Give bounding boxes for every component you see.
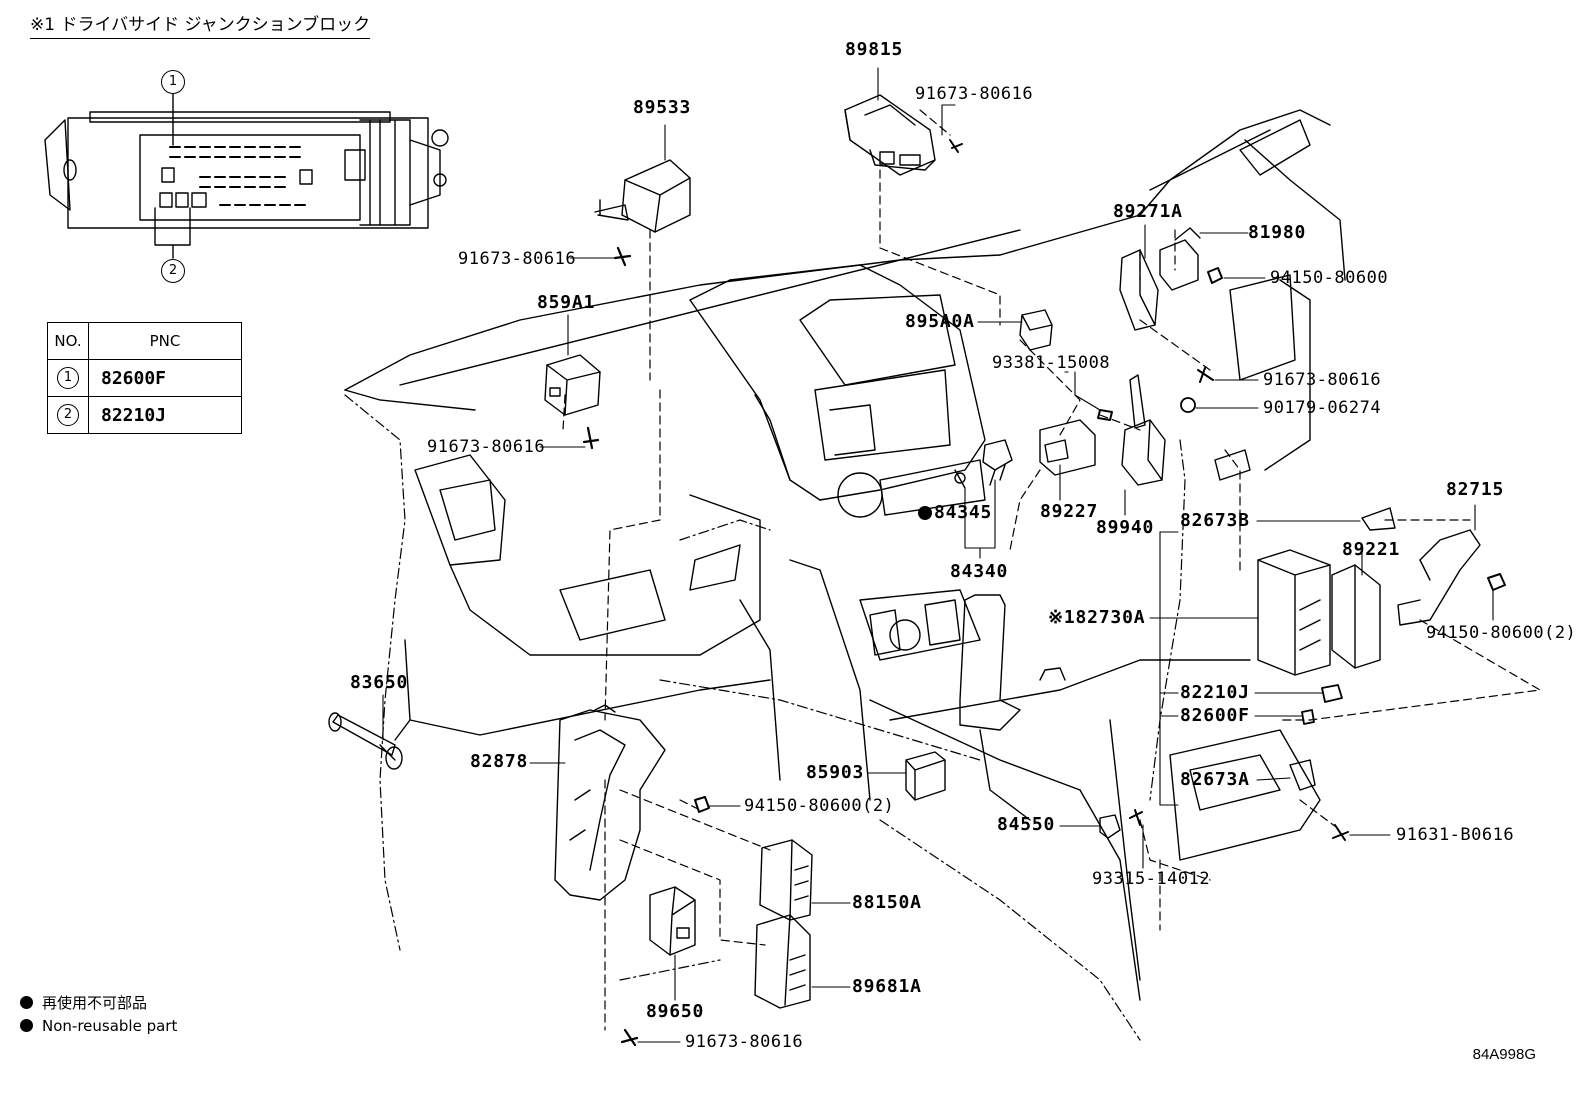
label-91673-80616-d[interactable]: 91673-80616 — [685, 1032, 804, 1052]
solid-leaders — [382, 67, 1494, 1043]
diagram-code: 84A998G — [1472, 1046, 1536, 1063]
part-84340-drawing — [954, 439, 1013, 489]
part-89221-drawing — [1331, 564, 1381, 669]
legend-dot-icon — [20, 1019, 33, 1032]
junction-block-inset — [44, 87, 449, 259]
inset-callout-2: 2 — [161, 259, 185, 283]
part-82730A-drawing — [1257, 549, 1331, 676]
label-82715[interactable]: 82715 — [1446, 479, 1505, 500]
dashboard-outline — [344, 109, 1346, 1001]
label-89940[interactable]: 89940 — [1096, 517, 1155, 538]
label-89227[interactable]: 89227 — [1040, 501, 1099, 522]
screw-859A1-drawing — [582, 426, 600, 450]
legend-jp-text: 再使用不可部品 — [42, 994, 148, 1012]
pnc-table-row: 2 82210J — [47, 396, 242, 434]
screw-89533-drawing — [613, 246, 632, 267]
part-83650-drawing — [328, 712, 403, 770]
part-89271A-drawing — [1119, 249, 1159, 331]
part-81980-drawing — [1159, 227, 1201, 291]
screw-91673-d-drawing — [620, 1028, 639, 1047]
label-81980[interactable]: 81980 — [1248, 222, 1307, 243]
label-91631-B0616[interactable]: 91631-B0616 — [1396, 825, 1515, 845]
label-84550[interactable]: 84550 — [997, 814, 1056, 835]
label-82878[interactable]: 82878 — [470, 751, 529, 772]
nut-94150-a-drawing — [1207, 267, 1223, 284]
part-85903-drawing — [905, 751, 946, 801]
label-84340[interactable]: 84340 — [950, 561, 1009, 582]
pnc-table-header: NO. PNC — [47, 322, 242, 360]
label-94150-80600-2-b[interactable]: 94150-80600(2) — [1426, 623, 1577, 643]
part-88150A-drawing — [759, 839, 813, 921]
pnc-row-value: 82600F — [88, 359, 242, 397]
part-89681A-drawing — [754, 914, 811, 1009]
pnc-table-row: 1 82600F — [47, 359, 242, 397]
bracket-82715-drawing — [1397, 529, 1481, 626]
pnc-table: NO. PNC 1 82600F 2 82210J — [47, 322, 242, 434]
label-90179-06274[interactable]: 90179-06274 — [1263, 398, 1382, 418]
pnc-header-no: NO. — [47, 322, 89, 360]
part-89940-drawing — [1121, 374, 1166, 486]
label-85903[interactable]: 85903 — [806, 762, 865, 783]
pnc-header-pnc: PNC — [88, 322, 242, 360]
label-83650[interactable]: 83650 — [350, 672, 409, 693]
label-82210J[interactable]: 82210J — [1180, 682, 1250, 703]
dashed-leaders — [562, 109, 1541, 1031]
part-89815-drawing — [844, 94, 936, 176]
label-94150-80600-2-c[interactable]: 94150-80600(2) — [744, 796, 895, 816]
label-93315-14012[interactable]: 93315-14012 — [1092, 869, 1211, 889]
nut-94150-c-drawing — [694, 796, 710, 813]
bracket-82878-drawing — [554, 704, 666, 901]
label-91673-80616-b[interactable]: 91673-80616 — [427, 437, 546, 457]
label-89681A[interactable]: 89681A — [852, 976, 922, 997]
dash-dot-contours — [344, 394, 1186, 1041]
part-859A1-drawing — [544, 354, 601, 416]
legend-dot-icon — [20, 996, 33, 1009]
relay-82210J-drawing — [1321, 684, 1343, 703]
part-89533-drawing — [594, 159, 691, 233]
nut-94150-b-drawing — [1487, 573, 1506, 591]
label-82600F[interactable]: 82600F — [1180, 705, 1250, 726]
screw-91673-c-drawing — [1197, 367, 1214, 383]
label-82730A[interactable]: ※182730A — [1048, 607, 1146, 628]
part-89227-drawing — [1039, 419, 1096, 476]
pnc-row-no: 1 — [57, 367, 79, 389]
label-89533[interactable]: 89533 — [633, 97, 692, 118]
part-895A0A-drawing — [1019, 309, 1053, 351]
label-89221[interactable]: 89221 — [1342, 539, 1401, 560]
label-89650[interactable]: 89650 — [646, 1001, 705, 1022]
legend-jp: 再使用不可部品 — [20, 992, 147, 1013]
legend-en: Non-reusable part — [20, 1017, 177, 1035]
inset-callout-1: 1 — [161, 70, 185, 94]
screw-91631-drawing — [1332, 824, 1349, 841]
nut-90179-drawing — [1180, 397, 1196, 413]
part-84550-drawing — [1099, 814, 1121, 839]
label-82673A[interactable]: 82673A — [1180, 769, 1250, 790]
part-89650-drawing — [649, 886, 696, 956]
legend-en-text: Non-reusable part — [42, 1017, 178, 1035]
label-89271A[interactable]: 89271A — [1113, 201, 1183, 222]
label-89815[interactable]: 89815 — [845, 39, 904, 60]
label-91673-80616-c[interactable]: 91673-80616 — [1263, 370, 1382, 390]
bracket-82673B-drawing — [1361, 507, 1396, 531]
label-94150-80600-a[interactable]: 94150-80600 — [1270, 268, 1389, 288]
label-82673B[interactable]: 82673B — [1180, 510, 1250, 531]
label-88150A[interactable]: 88150A — [852, 892, 922, 913]
junction-block-title: ※1 ドライバサイド ジャンクションブロック — [30, 10, 371, 39]
fuse-82600F-drawing — [1301, 709, 1315, 725]
pnc-row-no: 2 — [57, 404, 79, 426]
label-84345[interactable]: 84345 — [934, 502, 993, 523]
label-895A0A[interactable]: 895A0A — [905, 311, 975, 332]
bracket-82673A-drawing — [1289, 759, 1316, 791]
non-reusable-marker-84345 — [918, 506, 932, 520]
label-91673-80616-a[interactable]: 91673-80616 — [458, 249, 577, 269]
screw-91673-top-drawing — [949, 139, 963, 153]
clip-93381-drawing — [1097, 409, 1113, 421]
label-93381-15008[interactable]: 93381-15008 — [992, 353, 1111, 373]
pnc-row-value: 82210J — [88, 396, 242, 434]
clip-93315-drawing — [1129, 809, 1143, 826]
label-859A1[interactable]: 859A1 — [537, 292, 596, 313]
label-91673-80616-top[interactable]: 91673-80616 — [915, 84, 1034, 104]
